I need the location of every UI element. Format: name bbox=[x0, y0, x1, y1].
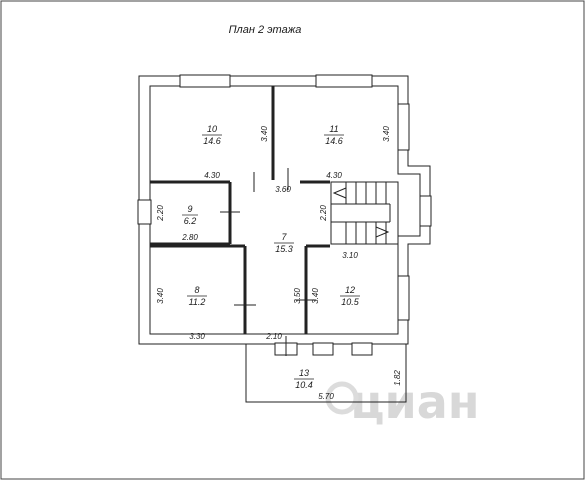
dimension-label: 3.40 bbox=[156, 288, 165, 304]
room-area: 11.2 bbox=[189, 297, 206, 307]
room-area: 14.6 bbox=[203, 136, 221, 146]
windows bbox=[137, 74, 432, 356]
dimension-label: 3.40 bbox=[311, 288, 320, 304]
dimension-label: 3.30 bbox=[189, 332, 205, 341]
plan-title: План 2 этажа bbox=[229, 24, 302, 36]
dimension-label: 3.40 bbox=[382, 126, 391, 142]
dimension-label: 2.20 bbox=[319, 205, 328, 222]
room-area: 6.2 bbox=[184, 216, 197, 226]
dimension-label: 3.40 bbox=[260, 126, 269, 142]
staircase bbox=[330, 181, 399, 245]
dimension-label: 3.10 bbox=[342, 251, 358, 260]
watermark-logo bbox=[325, 381, 359, 415]
dimension-label: 1.82 bbox=[393, 370, 402, 386]
door-markers bbox=[220, 168, 316, 356]
outer-walls bbox=[138, 75, 431, 345]
room-area: 10.4 bbox=[295, 380, 313, 390]
dimension-label: 4.30 bbox=[204, 171, 220, 180]
room-number: 13 bbox=[299, 368, 309, 378]
room-number: 9 bbox=[187, 204, 192, 214]
interior-walls bbox=[150, 86, 330, 334]
room-number: 10 bbox=[207, 124, 217, 134]
dimension-label: 2.80 bbox=[181, 233, 198, 242]
dimension-label: 5.70 bbox=[318, 392, 334, 401]
room-area: 15.3 bbox=[275, 244, 293, 254]
dimension-label: 3.50 bbox=[293, 288, 302, 304]
room-labels: 10 14.6 11 14.6 9 6.2 7 15.3 8 11.2 12 1… bbox=[182, 124, 360, 390]
room-number: 8 bbox=[194, 285, 199, 295]
room-area: 10.5 bbox=[341, 297, 360, 307]
room-number: 7 bbox=[281, 232, 287, 242]
room-number: 12 bbox=[345, 285, 355, 295]
dimension-label: 2.10 bbox=[265, 332, 282, 341]
dimension-label: 3.60 bbox=[275, 185, 291, 194]
room-area: 14.6 bbox=[325, 136, 343, 146]
dimension-labels: 3.40 3.40 4.30 4.30 3.60 2.20 2.80 2.20 … bbox=[156, 126, 402, 401]
dimension-label: 2.20 bbox=[156, 205, 165, 222]
dimension-label: 4.30 bbox=[326, 171, 342, 180]
room-number: 11 bbox=[329, 124, 338, 134]
